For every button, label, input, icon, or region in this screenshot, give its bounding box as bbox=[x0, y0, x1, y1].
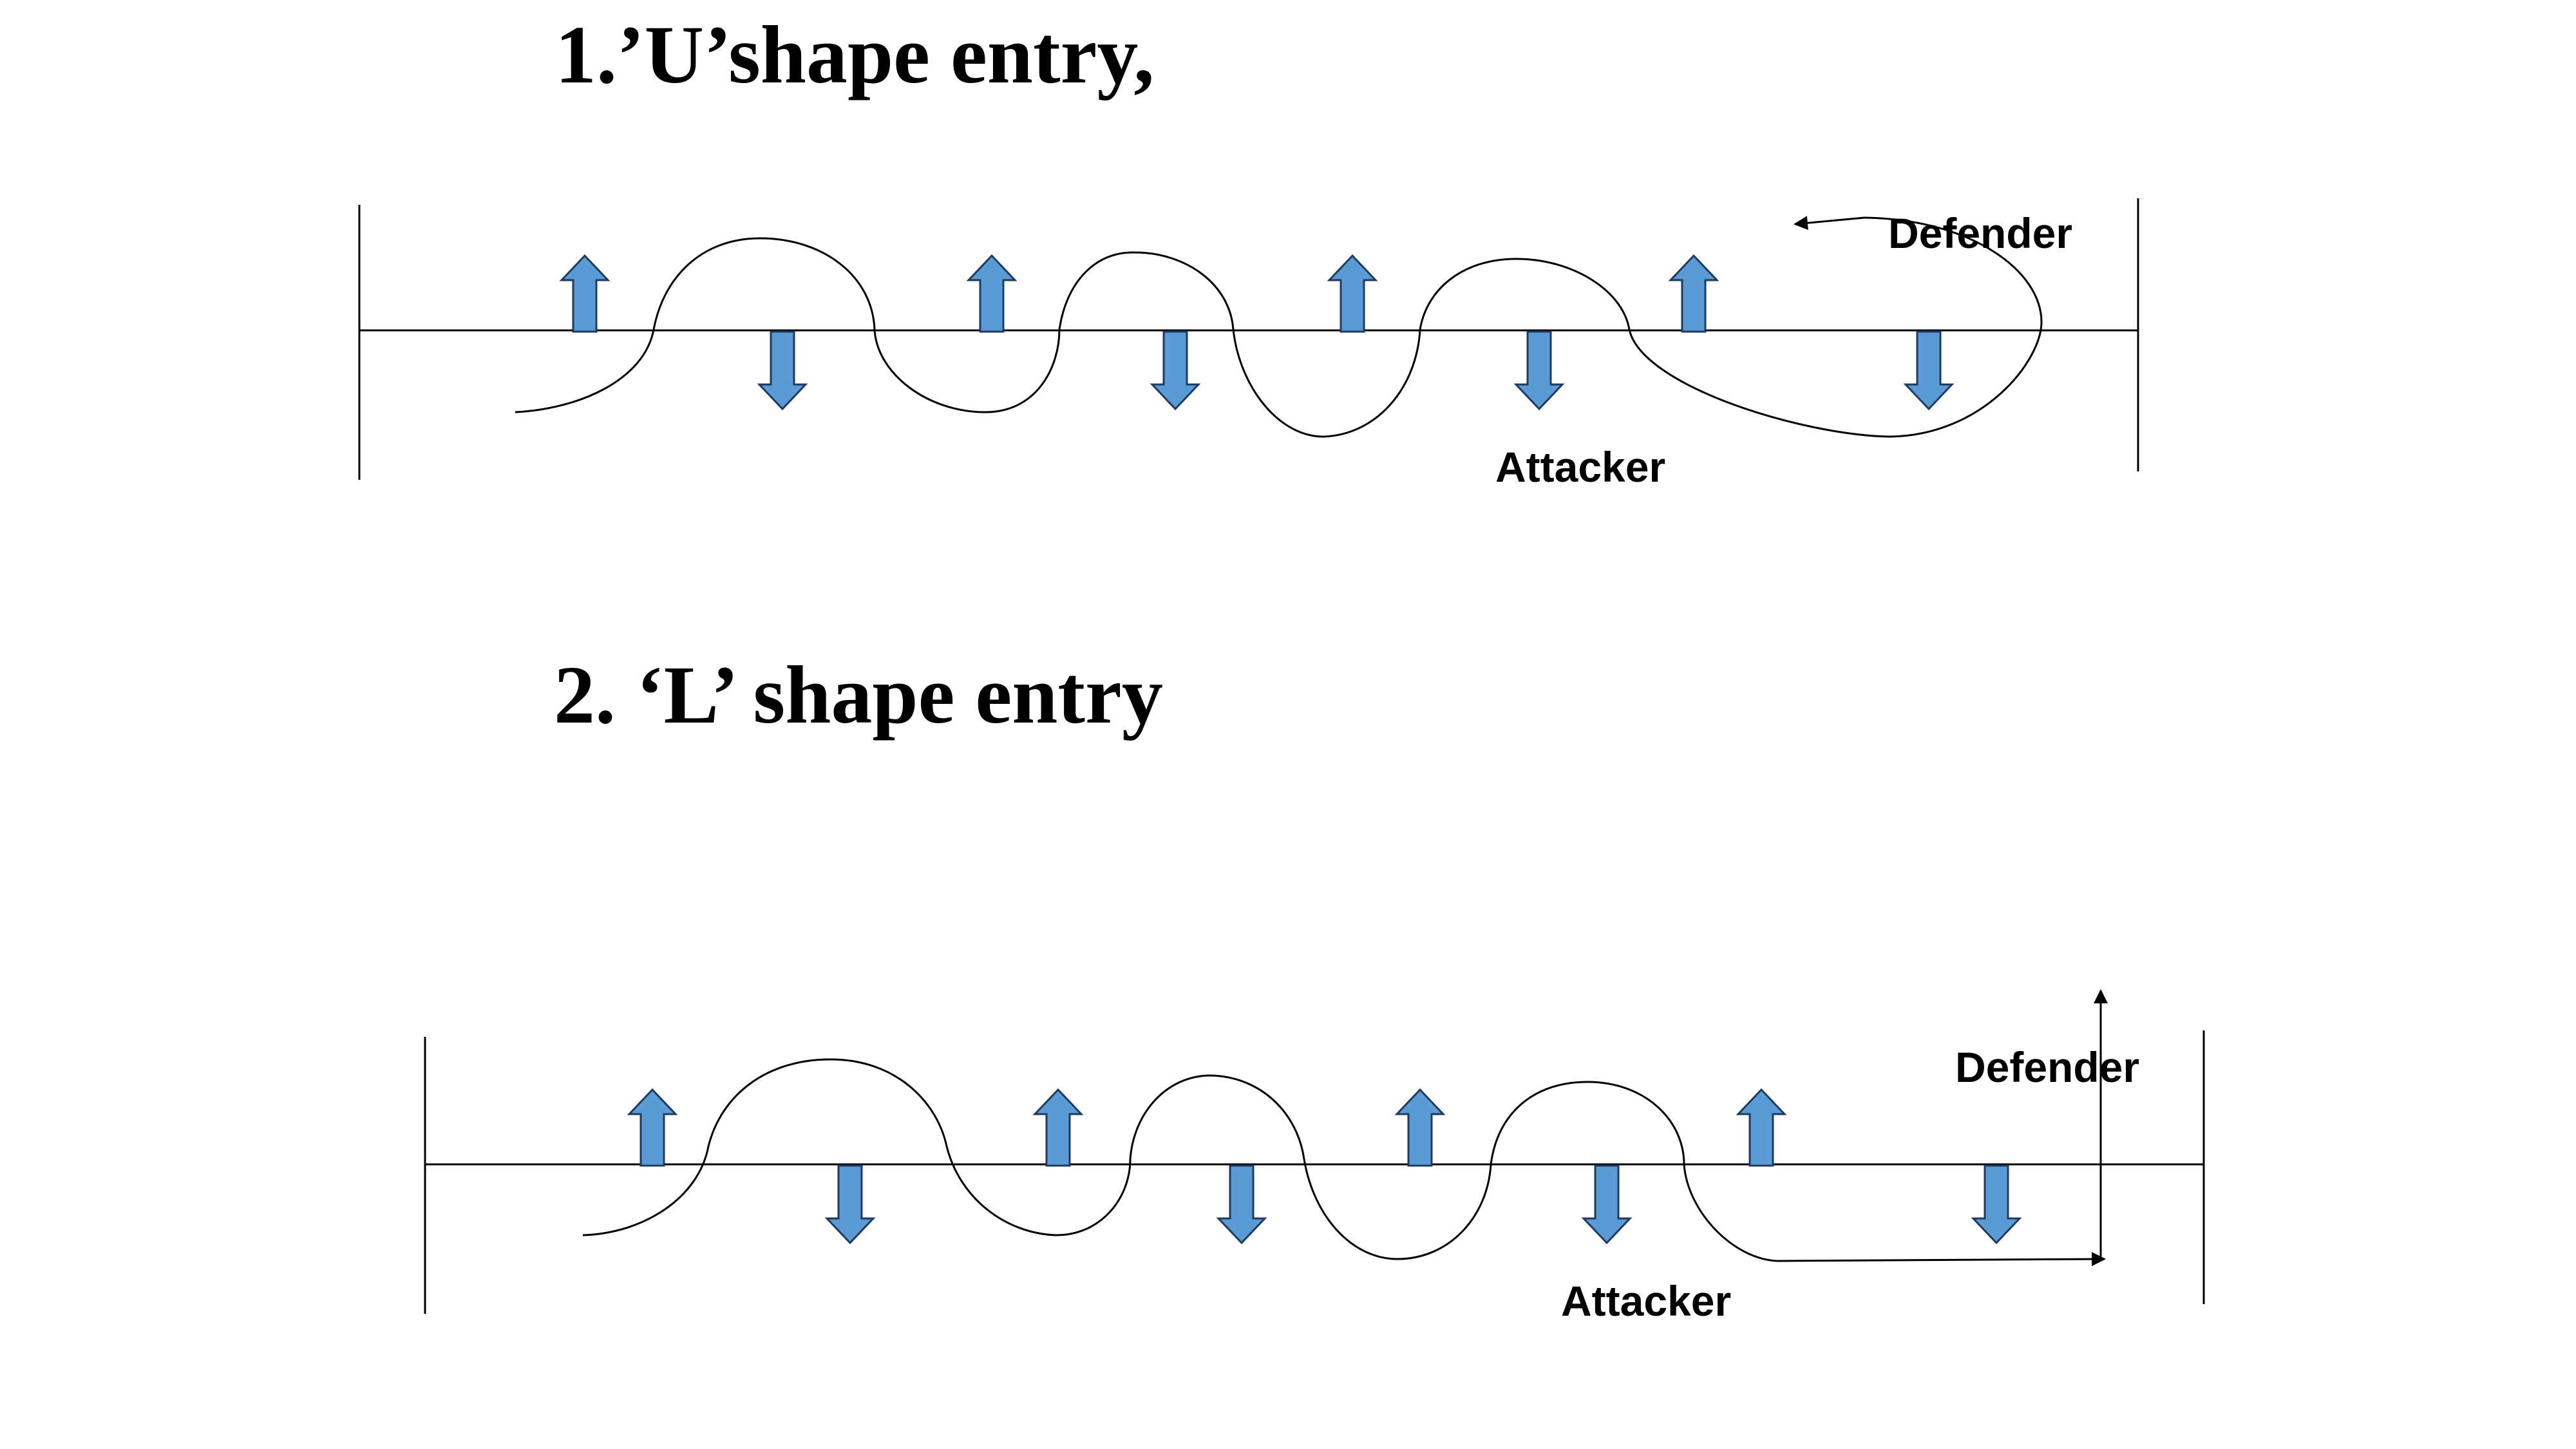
block-arrow-down-1-4 bbox=[1150, 330, 1201, 411]
defender-direction-arrow-1 bbox=[1794, 216, 1865, 231]
block-arrow-up-2-3 bbox=[1032, 1088, 1084, 1167]
block-arrow-up-1-1 bbox=[559, 254, 611, 333]
block-arrows-2 bbox=[627, 1088, 2022, 1245]
defender-label-2: Defender bbox=[1955, 1043, 2139, 1091]
attacker-direction-arrow-2 bbox=[1777, 1252, 2106, 1267]
block-arrow-up-2-5 bbox=[1394, 1088, 1446, 1167]
block-arrow-up-1-3 bbox=[966, 254, 1018, 333]
block-arrow-down-2-4 bbox=[1216, 1164, 1267, 1245]
block-arrow-down-1-2 bbox=[757, 330, 808, 411]
block-arrow-down-2-2 bbox=[824, 1164, 876, 1245]
u-shape-path bbox=[515, 216, 2043, 438]
l-shape-path bbox=[582, 1058, 1778, 1262]
block-arrow-down-2-8 bbox=[1971, 1164, 2022, 1245]
diagram-l-shape-entry: 2. ‘L’ shape entry Defender Attacker bbox=[424, 649, 2205, 1325]
attacker-label-2: Attacker bbox=[1561, 1277, 1731, 1325]
attacker-label-1: Attacker bbox=[1495, 443, 1665, 491]
diagram-1-title: 1.’U’shape entry, bbox=[555, 9, 1154, 100]
block-arrow-up-2-1 bbox=[627, 1088, 678, 1167]
block-arrow-up-2-7 bbox=[1736, 1088, 1787, 1167]
block-arrow-up-1-7 bbox=[1668, 254, 1719, 333]
diagram-u-shape-entry: 1.’U’shape entry, Defender Attacker bbox=[358, 9, 2139, 491]
defender-label-1: Defender bbox=[1888, 209, 2072, 257]
block-arrow-down-1-8 bbox=[1903, 330, 1955, 411]
block-arrow-up-1-5 bbox=[1327, 254, 1378, 333]
block-arrows-1 bbox=[559, 254, 1955, 411]
block-arrow-down-1-6 bbox=[1513, 330, 1565, 411]
block-arrow-down-2-6 bbox=[1581, 1164, 1633, 1245]
diagram-2-title: 2. ‘L’ shape entry bbox=[554, 649, 1163, 741]
